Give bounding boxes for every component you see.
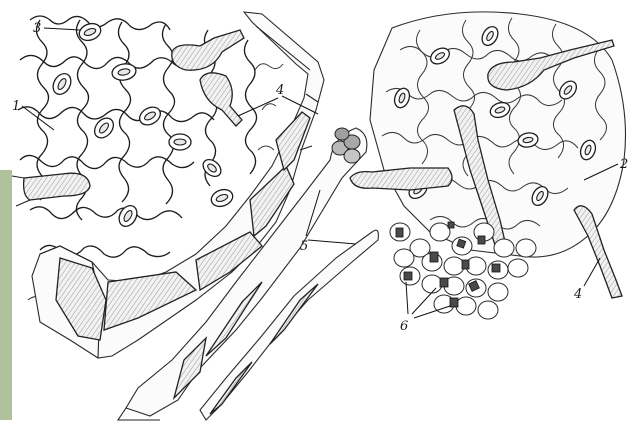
label-1: 1	[12, 99, 54, 130]
label-3-text: 3	[33, 21, 41, 36]
label-1-text: 1	[12, 99, 20, 114]
label-2-text: 2	[619, 157, 628, 172]
glandular-hairs	[118, 128, 378, 420]
left-edge-strip	[0, 170, 12, 420]
label-5-text: 5	[300, 239, 308, 254]
label-4-right-text: 4	[573, 287, 582, 302]
label-4-right: 4	[573, 258, 600, 302]
label-6-text: 6	[400, 319, 408, 334]
label-4-left-text: 4	[275, 83, 284, 98]
